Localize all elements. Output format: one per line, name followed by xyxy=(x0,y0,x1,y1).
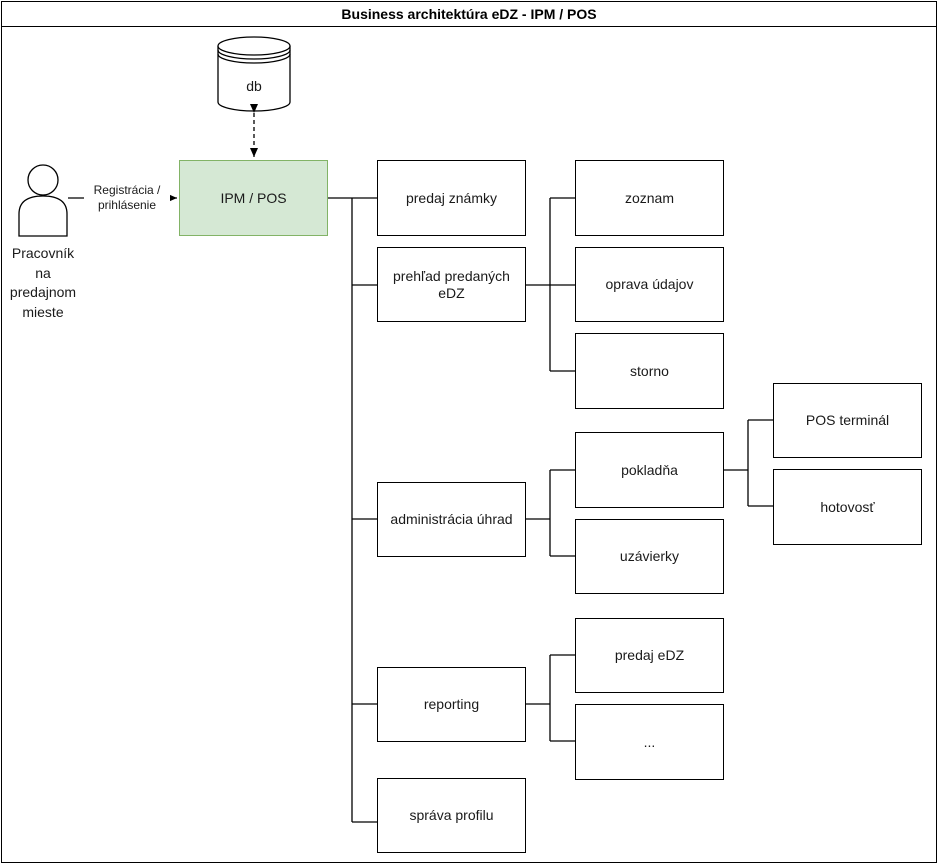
actor-label-line: predajnom xyxy=(9,284,77,300)
node-uzavierky[interactable]: uzávierky xyxy=(575,519,724,594)
node-label: zoznam xyxy=(624,189,675,206)
node-label: hotovosť xyxy=(820,498,875,515)
diagram-title: Business architektúra eDZ - IPM / POS xyxy=(1,1,937,27)
node-pokladna[interactable]: pokladňa xyxy=(575,432,724,508)
database-label: db xyxy=(246,78,262,94)
module-prehlad-predanych-edz[interactable]: prehľad predaných eDZ xyxy=(377,247,526,322)
actor-label-line: na xyxy=(35,264,51,281)
node-oprava-udajov[interactable]: oprava údajov xyxy=(575,247,724,322)
ipm-pos-node[interactable]: IPM / POS xyxy=(179,160,328,236)
module-label: administrácia úhrad xyxy=(390,511,513,527)
node-label: oprava údajov xyxy=(605,276,694,292)
node-label: POS terminál xyxy=(805,412,890,428)
node-label: uzávierky xyxy=(619,548,680,564)
edge-label-line: prihlásenie xyxy=(97,198,157,212)
node-label: ... xyxy=(643,733,656,750)
module-label: správa profilu xyxy=(409,807,494,823)
node-predaj-edz[interactable]: predaj eDZ xyxy=(575,618,724,693)
node-label: pokladňa xyxy=(621,461,678,478)
edge-label-line: Registrácia / xyxy=(93,183,161,197)
module-label: reporting xyxy=(423,696,480,712)
module-sprava-profilu[interactable]: správa profilu xyxy=(377,778,526,853)
module-administracia-uhrad[interactable]: administrácia úhrad xyxy=(377,482,526,557)
node-pos-terminal[interactable]: POS terminál xyxy=(773,383,922,458)
module-label: predaj známky xyxy=(405,189,498,206)
actor-label-line: Pracovník xyxy=(11,245,75,261)
node-more-ellipsis[interactable]: ... xyxy=(575,704,724,780)
node-label: storno xyxy=(630,362,669,379)
module-reporting[interactable]: reporting xyxy=(377,667,526,742)
module-predaj-znamky[interactable]: predaj známky xyxy=(377,160,526,236)
actor-label-line: mieste xyxy=(22,303,64,320)
actor-person-icon xyxy=(18,164,68,237)
node-storno[interactable]: storno xyxy=(575,333,724,409)
module-label: prehľad predaných eDZ xyxy=(393,267,510,301)
actor-label: Pracovník na predajnom mieste xyxy=(3,244,83,322)
ipm-pos-label: IPM / POS xyxy=(220,189,287,206)
database-cylinder-icon xyxy=(217,36,291,112)
login-edge-label: Registrácia / prihlásenie xyxy=(84,183,170,213)
tree-connectors xyxy=(328,197,773,823)
node-hotovost[interactable]: hotovosť xyxy=(773,469,922,545)
node-label: predaj eDZ xyxy=(614,647,685,663)
node-zoznam[interactable]: zoznam xyxy=(575,160,724,236)
